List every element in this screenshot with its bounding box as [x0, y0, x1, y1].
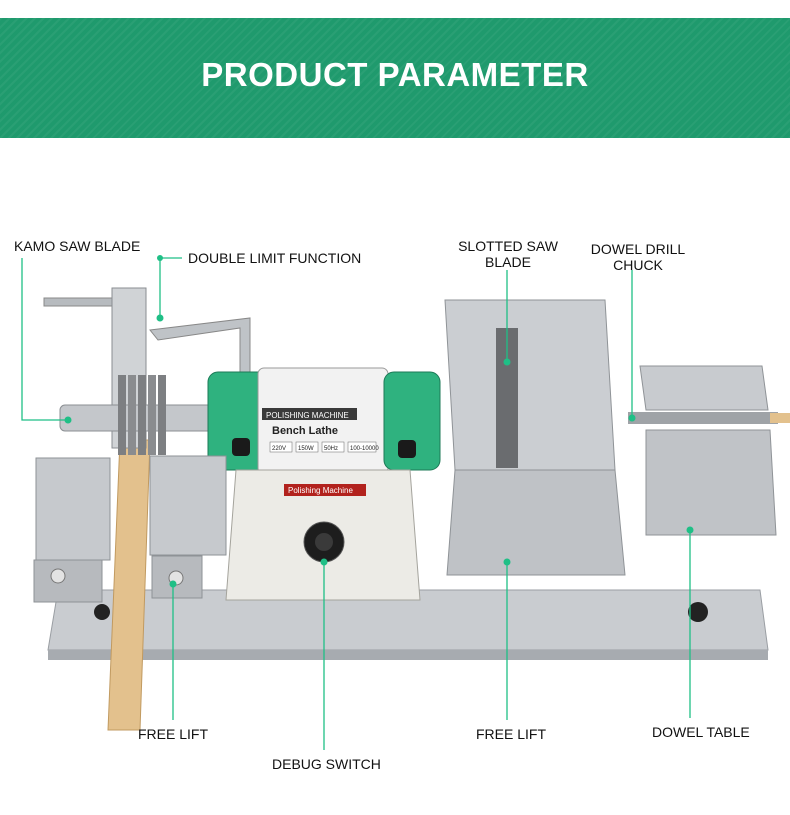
motor-vent: [398, 440, 416, 458]
motor-body: [257, 367, 389, 475]
dowel-drill-chuck: [628, 412, 778, 424]
label-dowel-drill-chuck: DOWEL DRILL CHUCK: [586, 241, 690, 273]
kamo-saw-blade-stack: [118, 375, 166, 455]
label-free-lift-right: FREE LIFT: [476, 726, 547, 742]
motor-plate-text: POLISHING MACHINE: [266, 411, 349, 420]
header-banner: PRODUCT PARAMETER: [0, 18, 790, 138]
spec-cell: 100-10000: [350, 446, 379, 452]
label-kamo-saw-blade: KAMO SAW BLADE: [14, 238, 141, 254]
motor-plate: [262, 408, 357, 420]
dowel-table-top: [639, 365, 769, 411]
spec-table: 220V 150W 50Hz 100-10000: [269, 441, 379, 453]
spec-cell: 150W: [298, 446, 314, 452]
label-double-limit-function: DOUBLE LIMIT FUNCTION: [188, 250, 362, 266]
label-dowel-table: DOWEL TABLE: [652, 724, 750, 740]
label-line: SLOTTED SAW: [458, 238, 558, 254]
motor-vent: [232, 438, 250, 456]
wooden-dowel: [107, 439, 151, 731]
label-free-lift-left: FREE LIFT: [138, 726, 209, 742]
spec-cell: 50Hz: [324, 446, 338, 452]
label-line: DOWEL DRILL: [590, 241, 686, 257]
motor-model-text: Bench Lathe: [272, 425, 338, 437]
speed-knob-cap: [315, 533, 333, 551]
dowel-table-block: [645, 429, 777, 536]
spec-cell: 220V: [272, 446, 286, 452]
base-label-plate: [284, 484, 366, 496]
dowel-rod: [770, 413, 790, 423]
saw-hood-top: [444, 299, 616, 471]
label-debug-switch: DEBUG SWITCH: [272, 756, 381, 772]
base-plate-edge: [48, 650, 768, 660]
banner-title: PRODUCT PARAMETER: [201, 56, 589, 93]
callout-dots: [64, 255, 694, 588]
rubber-foot: [688, 602, 708, 622]
callout-lines: [21, 257, 691, 750]
rubber-foot: [94, 604, 110, 620]
saw-hood-front: [446, 469, 626, 576]
label-line: CHUCK: [613, 257, 663, 273]
left-clamp-assembly: [33, 455, 227, 603]
base-label-text: Polishing Machine: [288, 486, 353, 495]
label-line: BLADE: [485, 254, 531, 270]
slotted-saw-blade: [496, 328, 518, 468]
label-slotted-saw-blade: SLOTTED SAW BLADE: [458, 238, 558, 270]
